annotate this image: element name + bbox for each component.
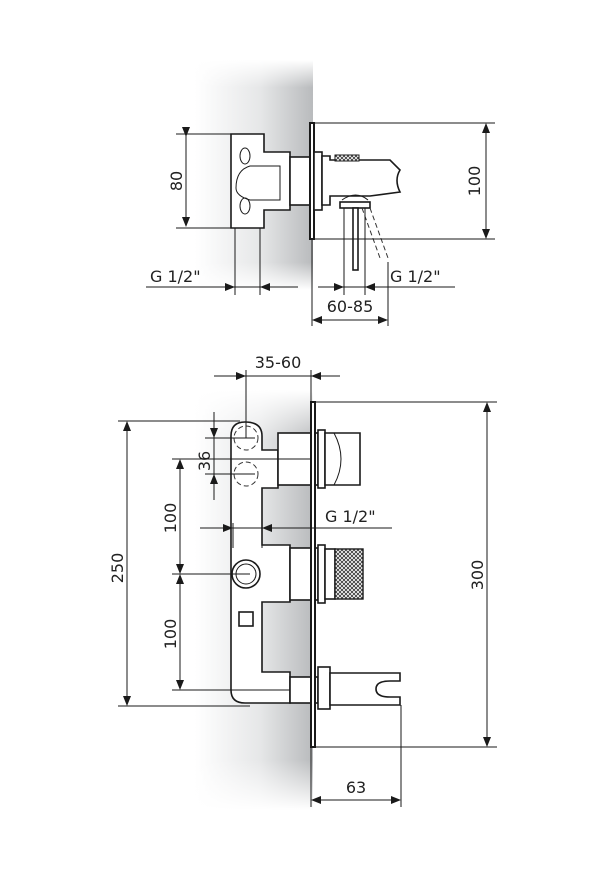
front-view-dimensions: 35-60 36 100 100 250 G 1/2" 300 [108, 353, 497, 807]
top-view-dimensions: 80 100 G 1/2" G 1/2" 60-85 [146, 122, 495, 326]
dim-35-60: 35-60 [255, 353, 302, 372]
dim-g12-top-right: G 1/2" [390, 267, 441, 286]
dim-g12-top-left: G 1/2" [150, 267, 201, 286]
front-view [230, 401, 401, 748]
dim-g12-front: G 1/2" [325, 507, 376, 526]
dim-100-lower: 100 [161, 619, 180, 650]
dim-300: 300 [468, 560, 487, 591]
dim-100-upper: 100 [161, 503, 180, 534]
dim-60-85: 60-85 [327, 297, 374, 316]
dim-80: 80 [167, 171, 186, 191]
dim-63: 63 [346, 778, 366, 797]
dim-36: 36 [195, 451, 214, 471]
dim-100-top: 100 [465, 166, 484, 197]
dim-250: 250 [108, 553, 127, 584]
